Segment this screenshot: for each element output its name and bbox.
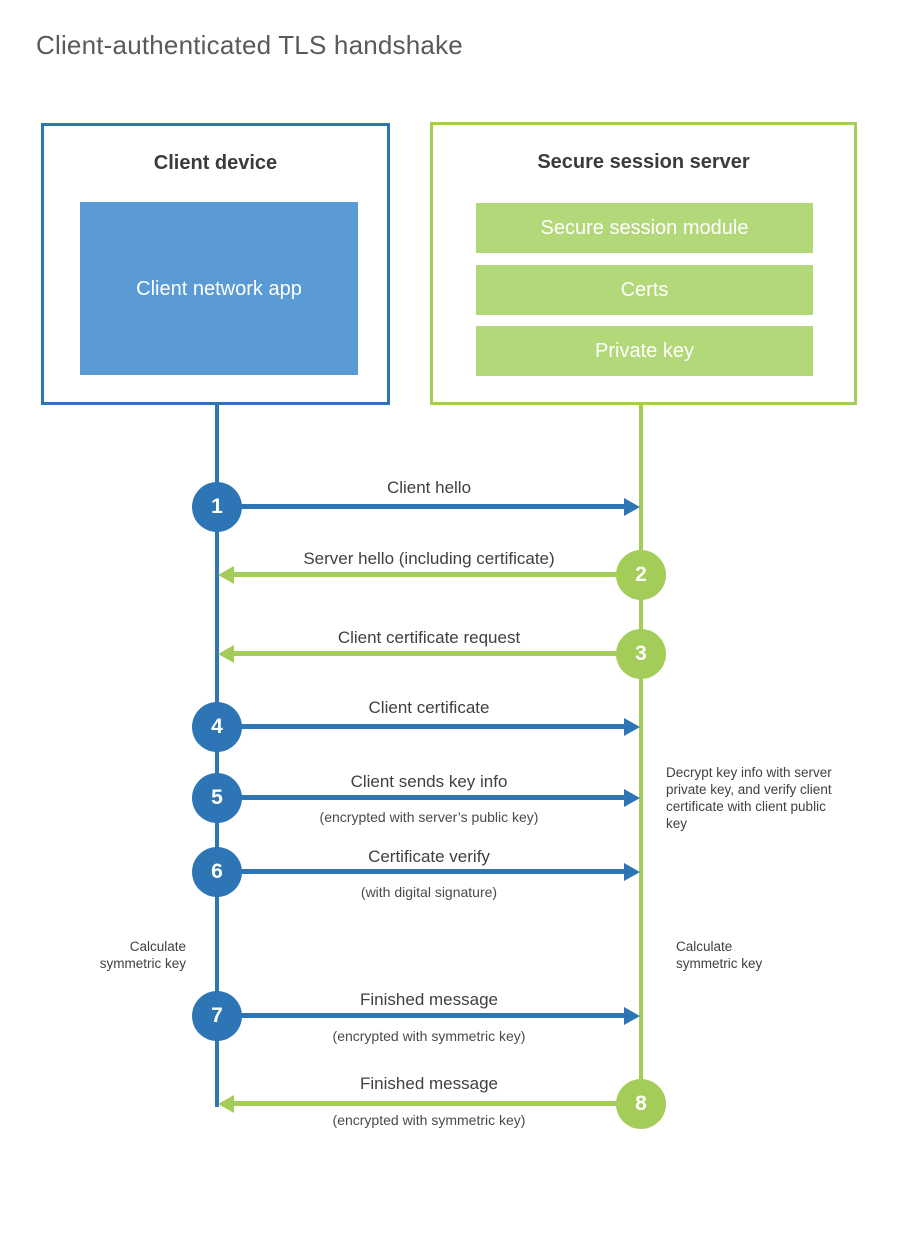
- calculate-symmetric-key-right-note: Calculate symmetric key: [676, 939, 763, 971]
- step-6-badge: 6: [192, 847, 242, 897]
- step-6-arrowhead-icon: [624, 863, 640, 881]
- decrypt-key-note: Decrypt key info with server private key…: [666, 765, 832, 831]
- step-1-label: Client hello: [386, 478, 472, 497]
- step-7-label: Finished message: [360, 990, 498, 1009]
- step-3-arrow: [234, 651, 616, 656]
- step-4-label: Client certificate: [368, 698, 490, 717]
- step-2-arrowhead-icon: [218, 566, 234, 584]
- step-8-sublabel: (encrypted with symmetric key): [332, 1112, 526, 1128]
- step-8-arrowhead-icon: [218, 1095, 234, 1113]
- step-5-arrow: [240, 795, 625, 800]
- client-network-app-label: Client network app: [136, 277, 302, 300]
- secure-session-server-title: Secure session server: [537, 151, 750, 173]
- step-3-badge: 3: [616, 629, 666, 679]
- step-7-arrowhead-icon: [624, 1007, 640, 1025]
- step-2-arrow: [234, 572, 616, 577]
- step-7-badge: 7: [192, 991, 242, 1041]
- step-1-badge: 1: [192, 482, 242, 532]
- client-lifeline: [215, 405, 219, 1107]
- step-7-arrow: [240, 1013, 625, 1018]
- step-4-arrowhead-icon: [624, 718, 640, 736]
- client-device-box: Client device Client network app: [41, 123, 390, 405]
- step-2-label: Server hello (including certificate): [303, 549, 555, 568]
- step-4-arrow: [240, 724, 625, 729]
- step-7-sublabel: (encrypted with symmetric key): [332, 1028, 526, 1044]
- step-5-sublabel: (encrypted with server’s public key): [319, 809, 539, 825]
- step-1-arrow: [240, 504, 625, 509]
- step-8-arrow: [234, 1101, 616, 1106]
- step-4-badge: 4: [192, 702, 242, 752]
- server-module-private-key: Private key: [476, 326, 813, 376]
- client-device-title: Client device: [153, 152, 278, 174]
- server-lifeline: [639, 405, 643, 1104]
- step-6-arrow: [240, 869, 625, 874]
- secure-session-server-box: Secure session server Secure session mod…: [430, 122, 857, 405]
- step-3-arrowhead-icon: [218, 645, 234, 663]
- server-module-certs: Certs: [476, 265, 813, 315]
- step-5-arrowhead-icon: [624, 789, 640, 807]
- page-title: Client-authenticated TLS handshake: [36, 30, 463, 60]
- step-8-badge: 8: [616, 1079, 666, 1129]
- step-1-arrowhead-icon: [624, 498, 640, 516]
- server-module-label: Certs: [620, 278, 669, 301]
- step-5-badge: 5: [192, 773, 242, 823]
- server-module-label: Private key: [595, 339, 694, 362]
- client-network-app-box: Client network app: [80, 202, 358, 375]
- step-8-label: Finished message: [360, 1074, 498, 1093]
- step-3-label: Client certificate request: [337, 628, 521, 647]
- server-module-label: Secure session module: [540, 216, 749, 239]
- step-6-label: Certificate verify: [368, 847, 490, 866]
- calculate-symmetric-key-left-note: Calculate symmetric key: [99, 939, 186, 971]
- server-module-secure-session: Secure session module: [476, 203, 813, 253]
- step-2-badge: 2: [616, 550, 666, 600]
- step-6-sublabel: (with digital signature): [360, 884, 498, 900]
- step-5-label: Client sends key info: [350, 772, 508, 791]
